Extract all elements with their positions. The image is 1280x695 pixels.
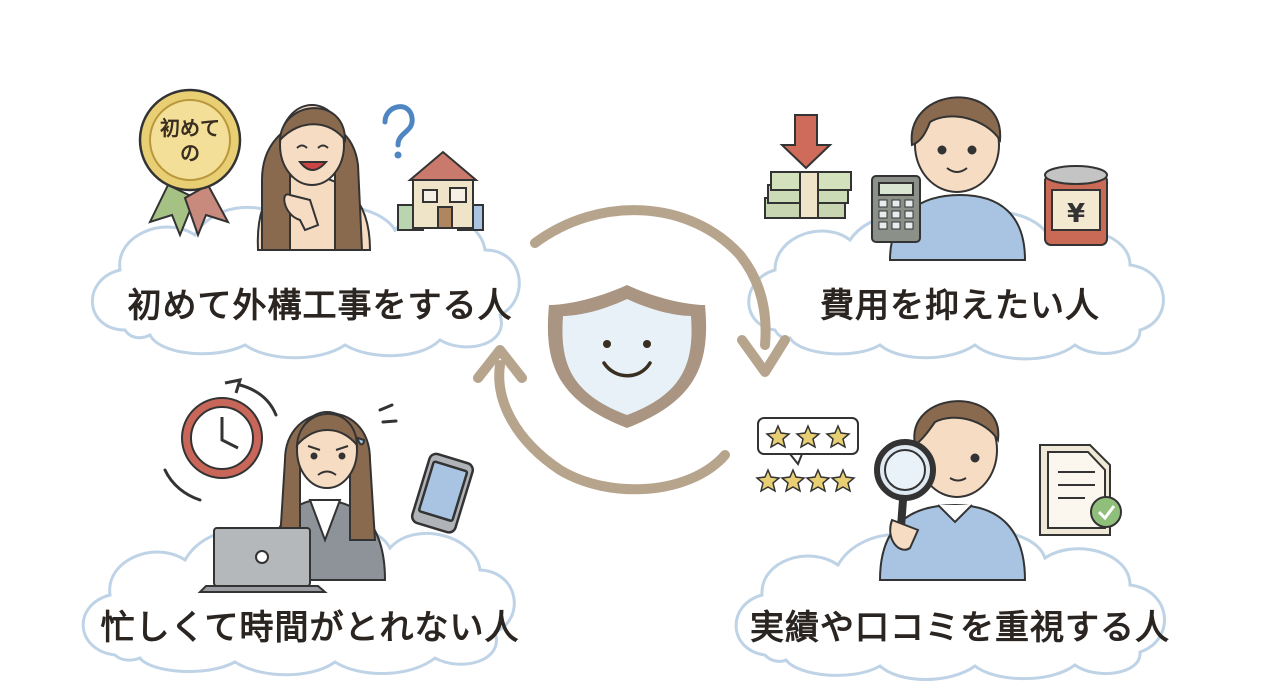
badge-text-line2: の (180, 141, 200, 165)
worried-woman-laptop-icon (197, 403, 398, 593)
cloud-bottom-right (734, 529, 1166, 681)
clock-icon (163, 378, 278, 502)
cloud-top-left (91, 205, 521, 360)
smiling-woman-icon (256, 104, 372, 251)
svg-text:¥: ¥ (1067, 199, 1085, 229)
man-with-calculator-icon (871, 96, 1027, 261)
checked-document-icon (1039, 444, 1122, 536)
man-with-magnifier-icon (874, 400, 1027, 581)
question-mark-icon (382, 104, 415, 159)
cloud-bottom-left (81, 523, 516, 677)
down-arrow-money-icon (764, 114, 852, 219)
smartphone-icon (410, 452, 475, 534)
persona-label-reviews: 実績や口コミを重視する人 (750, 608, 1170, 648)
house-icon (397, 150, 484, 231)
shield-smile-icon (547, 285, 707, 428)
badge-text-line1: 初めて (160, 116, 220, 140)
first-time-badge-icon (138, 88, 242, 238)
persona-label-first-time: 初めて外構工事をする人 (127, 286, 513, 326)
persona-label-busy: 忙しくて時間がとれない人 (100, 608, 520, 648)
persona-label-cost-saving: 費用を抑えたい人 (820, 286, 1100, 326)
cloud-top-right (747, 210, 1165, 361)
savings-can-icon: ¥ (1044, 165, 1108, 246)
star-rating-icon (755, 417, 859, 493)
cycle-arrows-icon (473, 205, 790, 495)
